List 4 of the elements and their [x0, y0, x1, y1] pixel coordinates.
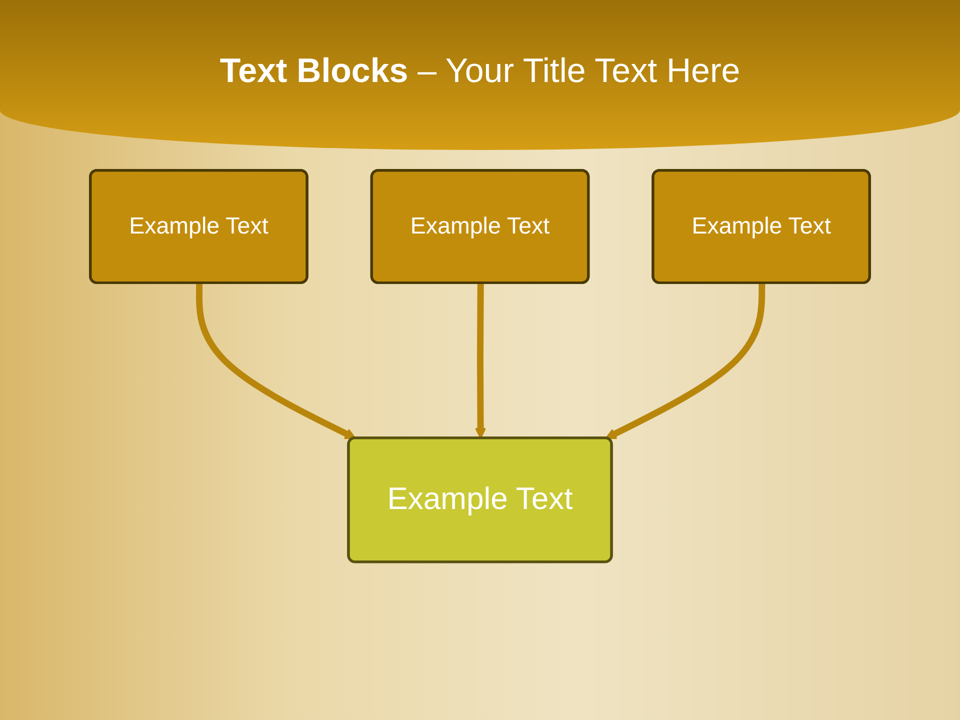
arrow [605, 283, 766, 440]
slide-title: Text Blocks – Your Title Text Here [218, 52, 742, 91]
arrow [474, 283, 486, 439]
arrow [196, 283, 356, 440]
